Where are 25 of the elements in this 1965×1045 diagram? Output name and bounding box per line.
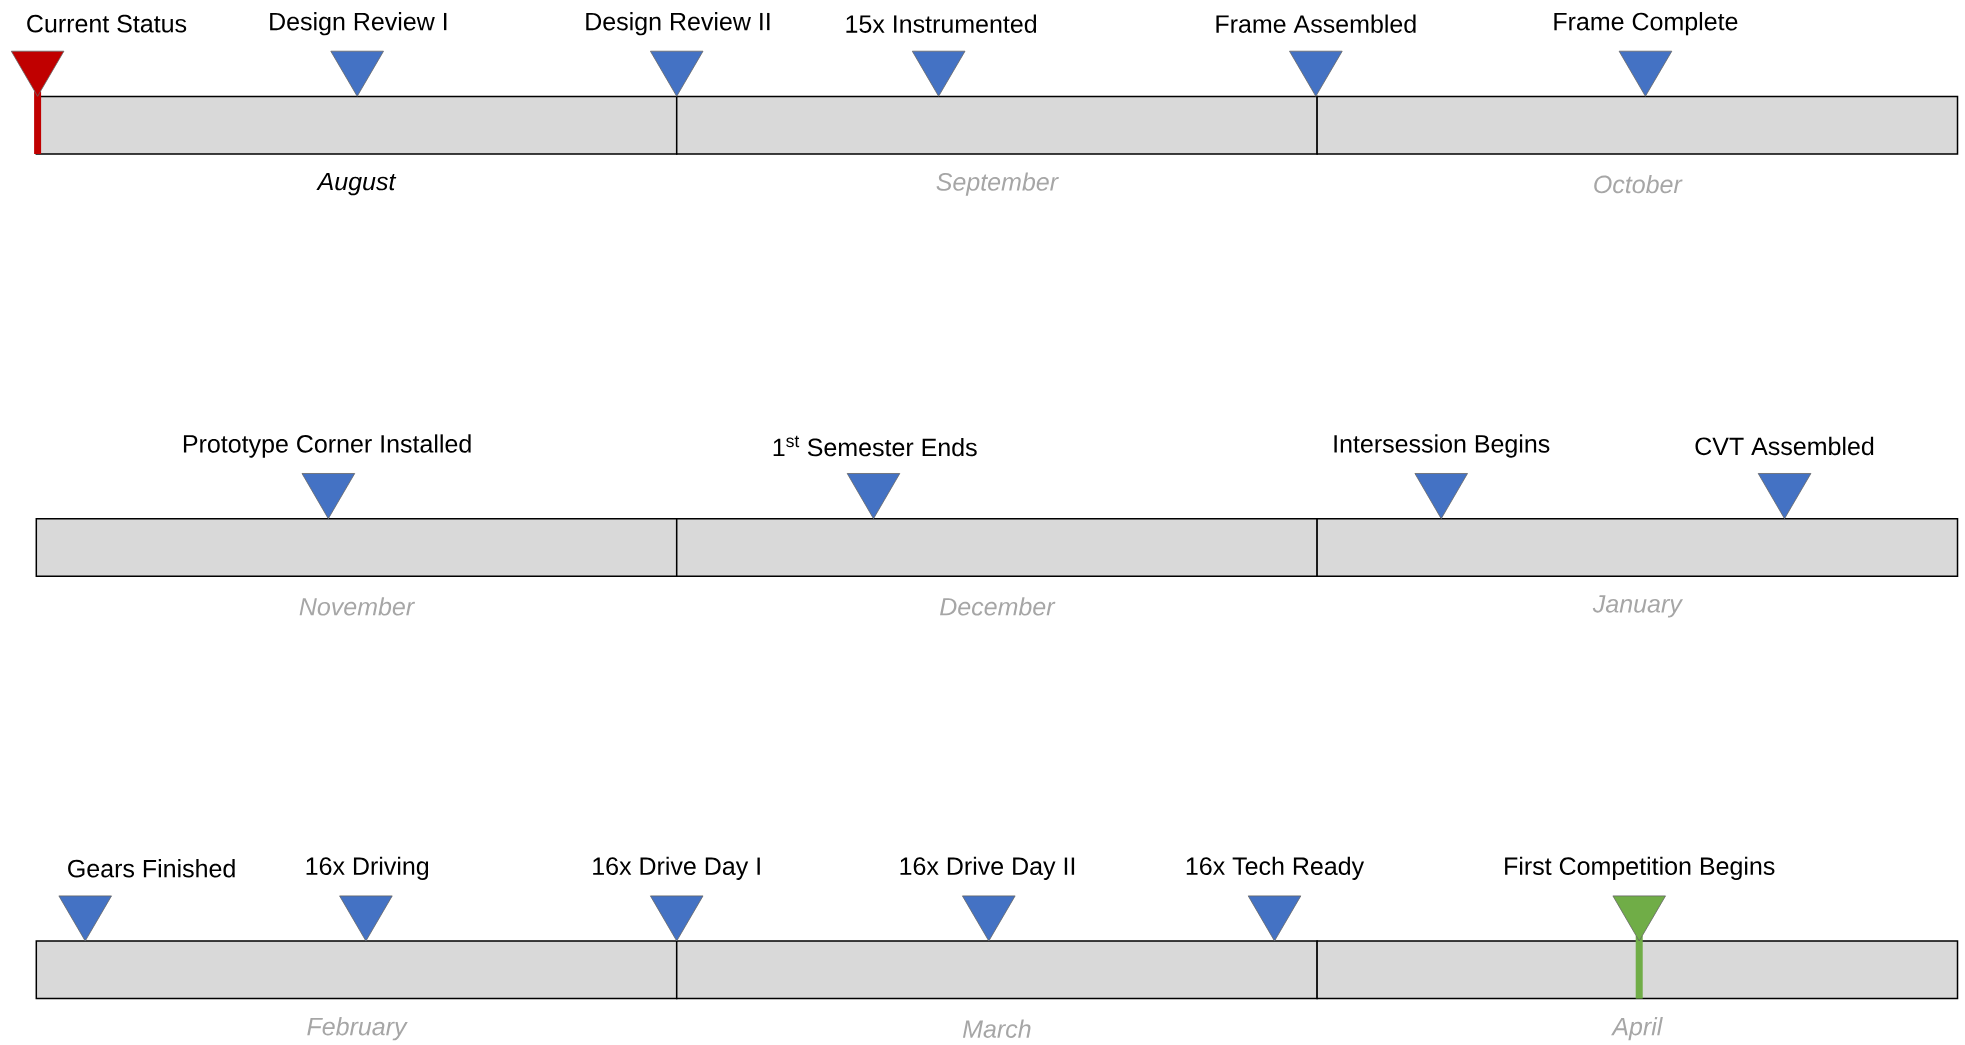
milestone-label: 16x Driving: [306, 856, 429, 880]
milestone-label: 16x Tech Ready: [1186, 856, 1365, 880]
milestone-label: CVT Assembled: [1695, 436, 1874, 456]
milestone-label: 16x Drive Day II: [900, 856, 1075, 880]
milestone-label: Intersession Begins: [1334, 434, 1550, 458]
milestone-label: Design Review II: [586, 12, 770, 36]
milestone-label: Design Review I: [270, 12, 447, 36]
month-label: March: [962, 1019, 1031, 1038]
month-label: September: [936, 172, 1059, 196]
milestone-label: First Competition Begins: [1505, 856, 1775, 880]
milestone-label: 15x Instrumented: [846, 14, 1037, 33]
month-label: November: [299, 597, 415, 616]
milestone-label: 16x Drive Day I: [593, 856, 760, 880]
month-label: February: [307, 1017, 408, 1041]
milestone-label: Gears Finished: [68, 859, 235, 878]
milestone-label: Frame Complete: [1554, 12, 1738, 36]
milestone-label: 1$^{st}$ Semester Ends: [773, 435, 977, 457]
month-label: August: [316, 172, 397, 196]
milestone-label: Current Status: [27, 14, 187, 33]
month-label: December: [940, 597, 1056, 616]
month-label: April: [1611, 1017, 1663, 1041]
month-label: January: [1592, 595, 1684, 618]
month-label: October: [1594, 174, 1683, 194]
milestone-label: Prototype Corner Installed: [183, 434, 471, 458]
milestone-label: Frame Assembled: [1216, 14, 1416, 33]
